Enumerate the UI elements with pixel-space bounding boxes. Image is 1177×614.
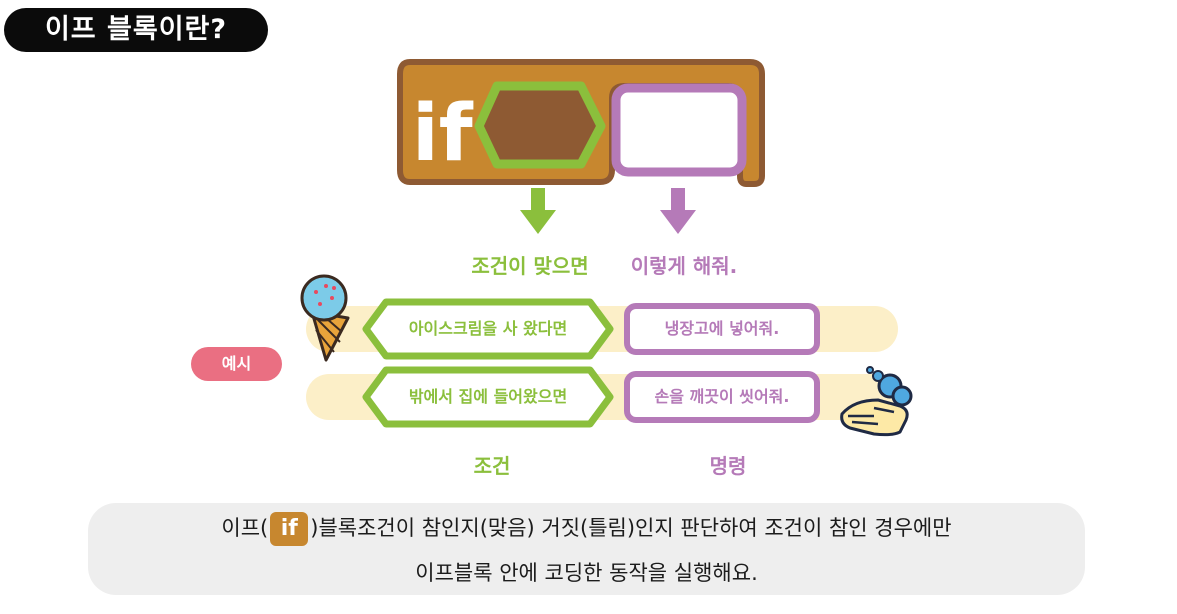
condition-heading: 조건이 맞으면 — [471, 254, 589, 278]
ice-cream-icon — [300, 274, 350, 362]
command-heading: 이렇게 해줘. — [630, 254, 738, 278]
condition-hexagon-1 — [362, 298, 614, 360]
description-line-1-suffix: )블록조건이 참인지(맞음) 거짓(틀림)인지 판단하여 조건이 참인 경우에만 — [310, 516, 952, 540]
washing-hands-icon — [840, 366, 913, 437]
description-box: 이프(if)블록조건이 참인지(맞음) 거짓(틀림)인지 판단하여 조건이 참인… — [88, 503, 1085, 595]
command-slot — [611, 83, 747, 177]
description-line-1: 이프(if)블록조건이 참인지(맞음) 거짓(틀림)인지 판단하여 조건이 참인… — [88, 512, 1085, 546]
example-command-1: 냉장고에 넣어줘. — [624, 303, 820, 355]
if-block-diagram: if — [397, 59, 765, 187]
condition-footer: 조건 — [473, 454, 511, 478]
arrow-down-purple-icon — [660, 188, 696, 234]
description-line-2: 이프블록 안에 코딩한 동작을 실행해요. — [415, 561, 758, 585]
example-command-2: 손을 깨끗이 씻어줘. — [624, 371, 820, 423]
if-chip-icon: if — [270, 512, 309, 546]
if-keyword: if — [412, 89, 474, 179]
command-footer: 명령 — [709, 454, 747, 478]
condition-hexagon-2 — [362, 366, 614, 428]
condition-slot — [474, 81, 606, 169]
arrow-down-green-icon — [520, 188, 556, 234]
description-line-1-prefix: 이프( — [221, 516, 269, 540]
page-title: 이프 블록이란? — [4, 8, 268, 52]
example-condition-1: 아이스크림을 사 왔다면 — [408, 319, 568, 338]
example-condition-2: 밖에서 집에 들어왔으면 — [408, 387, 568, 406]
example-badge: 예시 — [191, 347, 282, 381]
